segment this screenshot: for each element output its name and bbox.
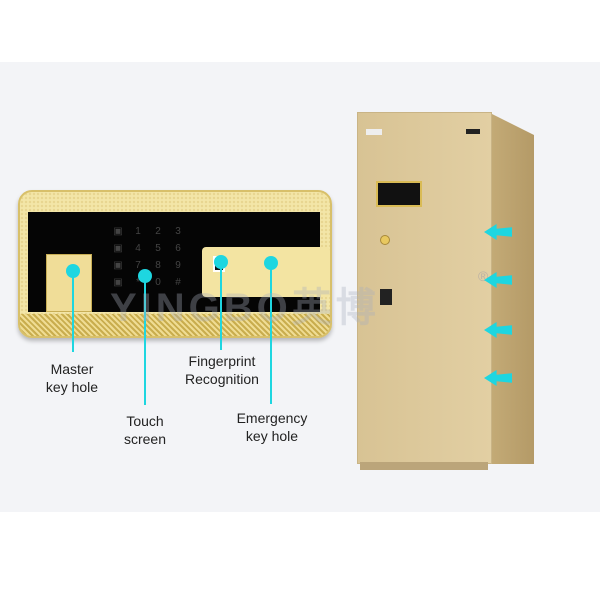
label-line: key hole (45, 379, 99, 395)
key: 9 (175, 260, 181, 271)
callout-dot-icon (214, 255, 228, 269)
keypad-icon: ▣ (113, 243, 123, 254)
label-line: Recognition (185, 371, 259, 387)
label-line: key hole (245, 428, 299, 444)
key: 3 (175, 226, 181, 237)
callout-line (270, 262, 272, 404)
key: 4 (135, 243, 141, 254)
airflow-arrow-icon (484, 322, 512, 338)
callout-line (220, 262, 222, 350)
key: 0 (155, 277, 161, 288)
callout-line (72, 272, 74, 352)
label-line: Fingerprint (188, 353, 256, 369)
key: 6 (175, 243, 181, 254)
key: 5 (155, 243, 161, 254)
callout-dot-icon (66, 264, 80, 278)
watermark: YINGBO英博 (110, 286, 380, 330)
label-master-key-hole: Master key hole (36, 360, 108, 396)
keypad: ▣ 1 2 3 ▣ 4 5 6 ▣ 7 8 9 ▣ * 0 # (108, 226, 188, 288)
handle (380, 289, 392, 305)
key: # (175, 277, 181, 288)
keypad-icon: ▣ (113, 277, 123, 288)
airflow-arrow-icon (484, 272, 512, 288)
callout-dot-icon (264, 256, 278, 270)
keypad-icon: ▣ (113, 260, 123, 271)
callout-dot-icon (138, 269, 152, 283)
panel-grill (20, 314, 330, 336)
key: 1 (135, 226, 141, 237)
keyhole (380, 235, 390, 245)
key: 2 (155, 226, 161, 237)
safe-base (360, 462, 488, 470)
label-touch-screen: Touch screen (110, 412, 180, 448)
registered-mark: ® (478, 268, 489, 284)
key: 7 (135, 260, 141, 271)
safe-side (492, 114, 534, 464)
safe-front (357, 112, 492, 464)
label-line: screen (123, 431, 167, 447)
label-line: Master (50, 361, 94, 377)
airflow-arrow-icon (484, 224, 512, 240)
airflow-arrow-icon (484, 370, 512, 386)
safe-lock-panel (376, 181, 422, 207)
brand-plate (366, 129, 382, 135)
key: 8 (155, 260, 161, 271)
model-plate (466, 129, 480, 134)
label-emergency-key-hole: Emergency key hole (230, 409, 314, 445)
key: * (136, 277, 140, 288)
keypad-icon: ▣ (113, 226, 123, 237)
master-keyhole-cover (46, 254, 92, 312)
label-line: Touch (126, 413, 164, 429)
label-line: Emergency (236, 410, 308, 426)
callout-line (144, 277, 146, 405)
